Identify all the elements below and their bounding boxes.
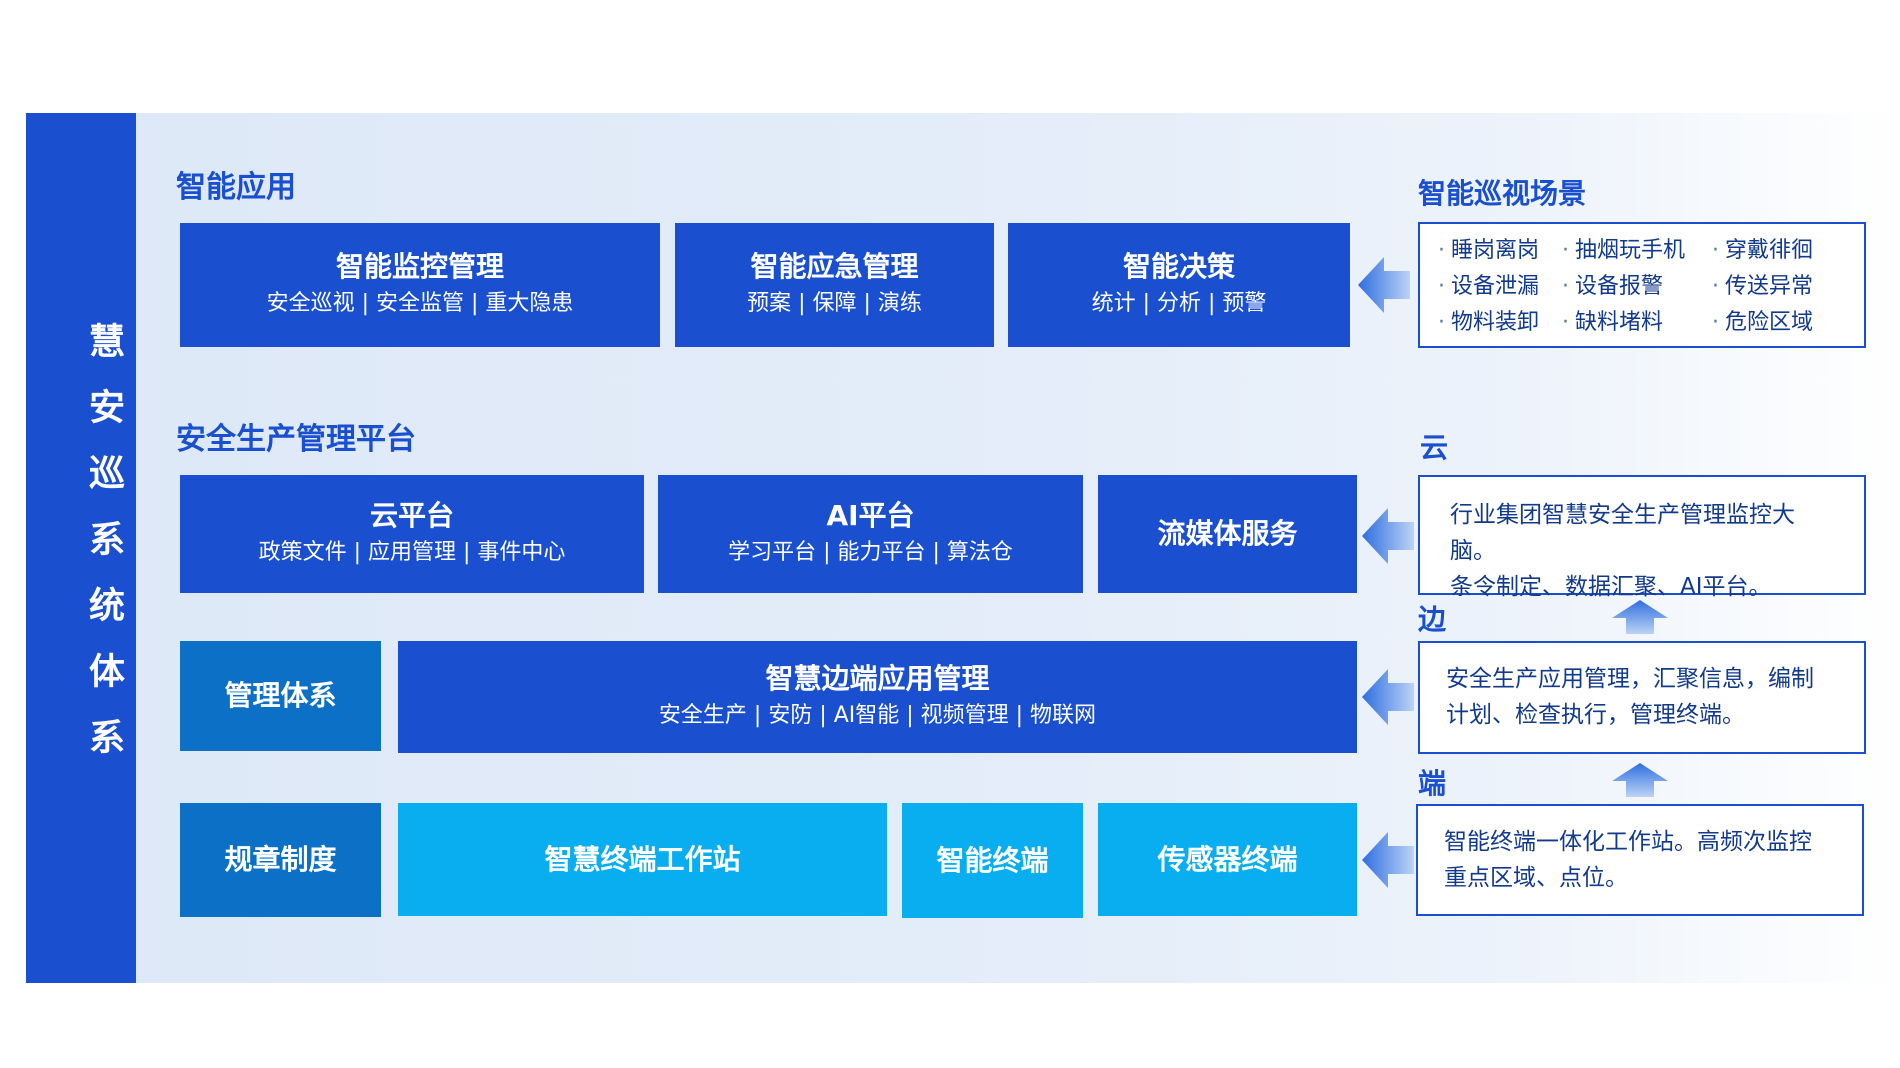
layer-description-line: 智能终端一体化工作站。高频次监控 — [1444, 829, 1812, 855]
layer-description-line: 条令制定、数据汇聚、AI平台。 — [1450, 574, 1772, 600]
layer-label-cloud: 云 — [1420, 431, 1449, 464]
edge-row-box: 管理体系 — [180, 641, 381, 751]
system-title: 慧安巡系统体系 — [83, 322, 124, 784]
end-row-title: 传感器终端 — [1157, 842, 1298, 876]
layer-description-edge: 安全生产应用管理，汇聚信息，编制 计划、检查执行，管理终端。 — [1418, 641, 1866, 754]
cloud-row-box: AI平台 学习平台 | 能力平台 | 算法仓 — [658, 475, 1083, 593]
scene-item: 睡岗离岗 — [1438, 232, 1539, 264]
smart-app-box: 智能应急管理 预案 | 保障 | 演练 — [675, 223, 994, 347]
smart-app-box: 智能决策 统计 | 分析 | 预警 — [1008, 223, 1350, 347]
edge-row-title: 管理体系 — [224, 679, 337, 712]
arrow-left-icon — [1362, 832, 1414, 888]
arrow-left-icon — [1362, 508, 1414, 564]
arrow-up-icon — [1612, 763, 1668, 797]
smart-app-title: 智能应急管理 — [750, 250, 919, 283]
scene-item: 穿戴徘徊 — [1712, 232, 1813, 264]
layer-label-end: 端 — [1418, 767, 1447, 800]
edge-row-title: 智慧边端应用管理 — [765, 662, 990, 695]
layer-description-line: 行业集团智慧安全生产管理监控大脑。 — [1450, 502, 1795, 564]
cloud-row-title: 流媒体服务 — [1157, 517, 1298, 550]
end-row-box: 智慧终端工作站 — [398, 803, 887, 916]
cloud-row-title: AI平台 — [826, 499, 915, 532]
smart-app-title: 智能监控管理 — [335, 250, 504, 283]
scene-item: 危险区域 — [1712, 304, 1813, 336]
cloud-row-title: 云平台 — [369, 499, 454, 532]
arrow-left-icon — [1358, 257, 1410, 313]
scene-item: 物料装卸 — [1438, 304, 1539, 336]
scene-item: 设备报警 — [1562, 268, 1663, 300]
end-row-title: 智慧终端工作站 — [544, 842, 741, 876]
scene-list: 睡岗离岗 抽烟玩手机 穿戴徘徊 设备泄漏 设备报警 传送异常 物料装卸 缺料堵料… — [1418, 222, 1866, 348]
section-title-smart-apps: 智能应用 — [176, 170, 296, 205]
layer-description-end: 智能终端一体化工作站。高频次监控 重点区域、点位。 — [1416, 804, 1864, 916]
end-row-title: 规章制度 — [224, 843, 337, 876]
arrow-up-icon — [1612, 600, 1668, 634]
smart-app-subtitle: 统计 | 分析 | 预警 — [1091, 291, 1267, 316]
scene-item: 传送异常 — [1712, 268, 1813, 300]
smart-app-subtitle: 预案 | 保障 | 演练 — [747, 291, 922, 316]
end-row-box: 规章制度 — [180, 803, 381, 917]
end-row-box: 智能终端 — [902, 803, 1083, 918]
end-row-title: 智能终端 — [936, 843, 1049, 877]
smart-app-subtitle: 安全巡视 | 安全监管 | 重大隐患 — [266, 291, 574, 316]
system-title-bar — [26, 113, 136, 983]
section-title-scenes: 智能巡视场景 — [1418, 177, 1587, 210]
smart-app-title: 智能决策 — [1122, 250, 1235, 283]
layer-description-line: 重点区域、点位。 — [1444, 865, 1628, 891]
end-row-box: 传感器终端 — [1098, 803, 1357, 916]
scene-item: 设备泄漏 — [1438, 268, 1539, 300]
edge-row-box: 智慧边端应用管理 安全生产 | 安防 | AI智能 | 视频管理 | 物联网 — [398, 641, 1357, 753]
scene-item: 缺料堵料 — [1562, 304, 1663, 336]
layer-description-cloud: 行业集团智慧安全生产管理监控大脑。 条令制定、数据汇聚、AI平台。 — [1418, 475, 1866, 600]
cloud-row-subtitle: 学习平台 | 能力平台 | 算法仓 — [728, 540, 1013, 565]
cloud-row-subtitle: 政策文件 | 应用管理 | 事件中心 — [258, 540, 566, 565]
layer-description-line: 安全生产应用管理，汇聚信息，编制 — [1446, 666, 1814, 692]
layer-description-line: 计划、检查执行，管理终端。 — [1446, 702, 1745, 728]
section-title-platform: 安全生产管理平台 — [176, 422, 416, 457]
cloud-row-box: 流媒体服务 — [1098, 475, 1357, 593]
edge-row-subtitle: 安全生产 | 安防 | AI智能 | 视频管理 | 物联网 — [658, 703, 1097, 728]
smart-app-box: 智能监控管理 安全巡视 | 安全监管 | 重大隐患 — [180, 223, 660, 347]
scene-item: 抽烟玩手机 — [1562, 232, 1685, 264]
arrow-left-icon — [1362, 669, 1414, 725]
layer-label-edge: 边 — [1418, 603, 1447, 636]
cloud-row-box: 云平台 政策文件 | 应用管理 | 事件中心 — [180, 475, 644, 593]
